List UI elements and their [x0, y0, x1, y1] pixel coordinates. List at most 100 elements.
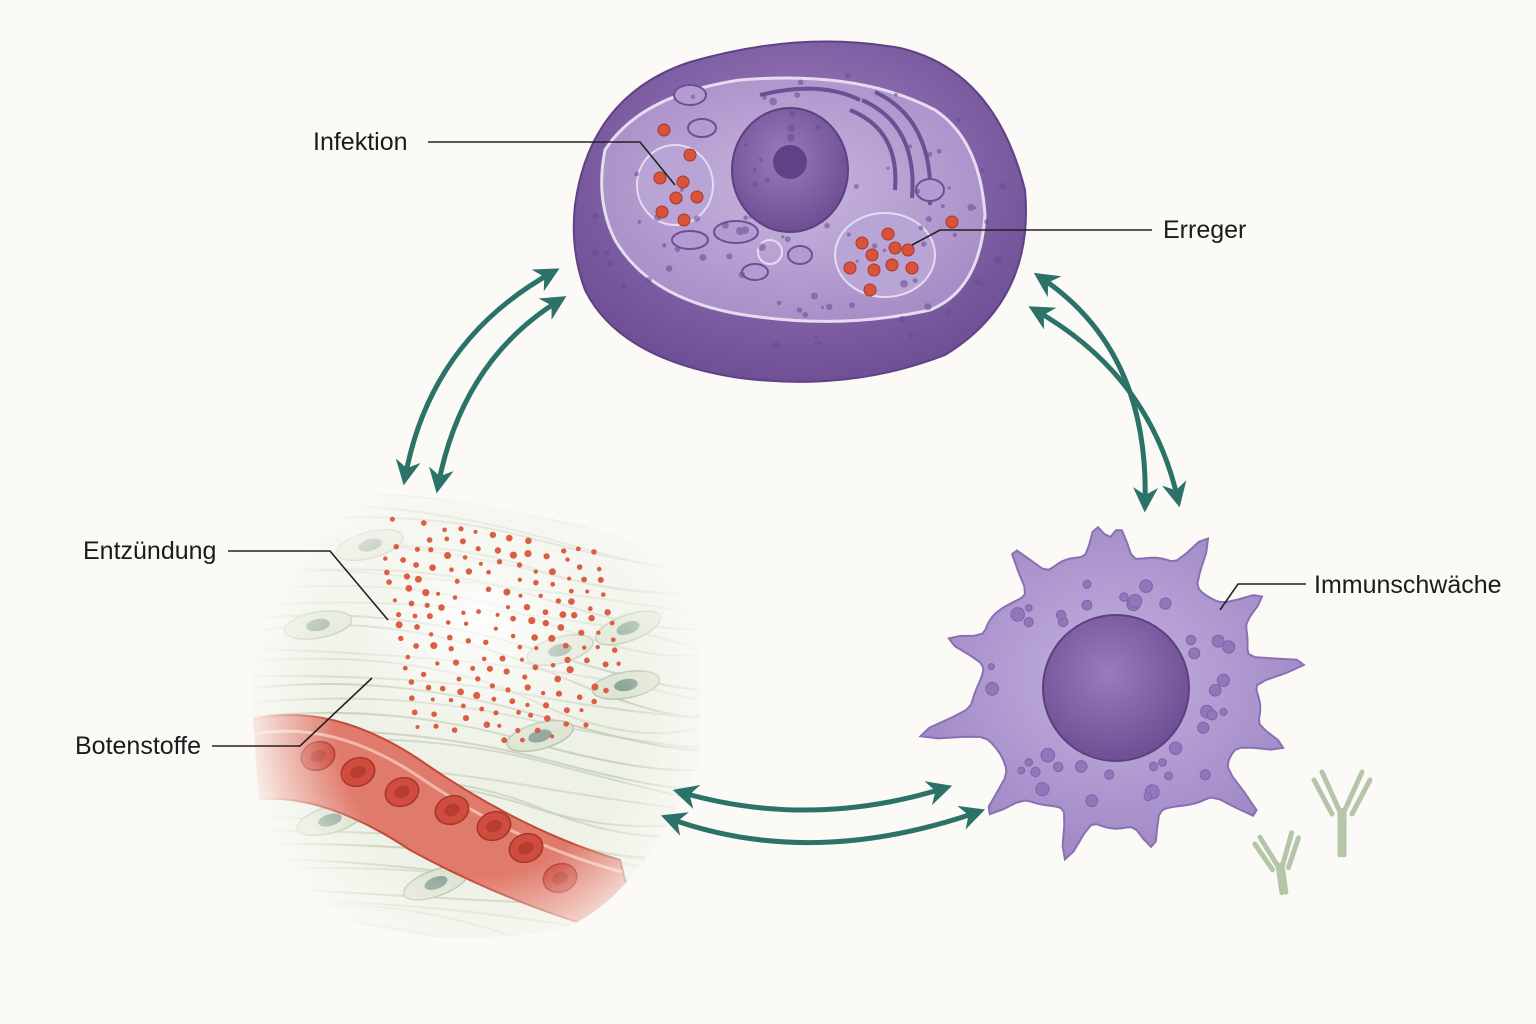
- speckle: [947, 186, 951, 190]
- granule: [1025, 604, 1033, 612]
- messenger-dot: [454, 578, 460, 584]
- messenger-dot: [516, 710, 521, 715]
- inflammation-glow: [310, 492, 650, 760]
- messenger-dot: [486, 569, 491, 575]
- granule: [1185, 634, 1197, 646]
- pathogen-dot: [655, 205, 669, 219]
- granule: [1104, 769, 1115, 780]
- messenger-dot: [475, 546, 481, 552]
- messenger-dot: [550, 734, 555, 739]
- speckle: [744, 143, 749, 147]
- messenger-dot: [424, 602, 430, 608]
- messenger-dot: [609, 620, 615, 626]
- messenger-dot: [483, 639, 489, 645]
- messenger-particles: [383, 516, 621, 744]
- pathogen-cluster-left: [653, 123, 704, 227]
- messenger-dot: [438, 604, 445, 611]
- messenger-dot: [528, 617, 536, 625]
- granule: [1017, 766, 1026, 775]
- messenger-dot: [392, 598, 397, 603]
- speckle: [797, 79, 804, 86]
- messenger-dot: [591, 698, 597, 705]
- messenger-dot: [604, 609, 611, 616]
- granule: [1024, 758, 1034, 767]
- speckle: [886, 166, 890, 170]
- label-messengers-text: Botenstoffe: [75, 732, 201, 760]
- messenger-dot: [489, 683, 495, 689]
- granule: [1023, 617, 1034, 628]
- speckle: [956, 117, 962, 123]
- speckle: [699, 254, 707, 261]
- messenger-dot: [479, 706, 485, 712]
- messenger-dot: [584, 657, 590, 664]
- granule: [1040, 747, 1056, 763]
- messenger-dot: [559, 611, 567, 618]
- granule: [1216, 673, 1231, 687]
- speckle: [815, 124, 821, 130]
- granule: [1164, 771, 1173, 781]
- messenger-dot: [497, 723, 502, 728]
- speckle: [789, 110, 796, 117]
- messenger-dot: [596, 566, 602, 572]
- messenger-dot: [414, 575, 422, 583]
- messenger-dot: [433, 723, 439, 729]
- granule: [1219, 707, 1228, 716]
- granule: [987, 663, 995, 671]
- arrow-pair-right: [1028, 272, 1187, 513]
- tissue-fiber: [240, 940, 720, 990]
- messenger-dot: [486, 665, 493, 672]
- pathogen-dot: [881, 227, 895, 241]
- immune-cell-granules: [985, 579, 1236, 808]
- pathogen-dot: [683, 148, 697, 162]
- messenger-dot: [426, 537, 433, 543]
- messenger-dot: [601, 592, 606, 597]
- vacuole-right: [834, 212, 936, 298]
- messenger-dot: [396, 612, 402, 618]
- speckle: [592, 249, 600, 257]
- messenger-dot: [528, 712, 534, 718]
- speckle: [908, 144, 913, 149]
- messenger-dot: [505, 605, 511, 610]
- messenger-dot: [524, 684, 531, 691]
- immune-cell: [918, 525, 1306, 862]
- pathogen-dot: [657, 123, 671, 137]
- messenger-dot: [525, 537, 532, 545]
- granule: [1199, 769, 1211, 781]
- speckle: [693, 215, 701, 222]
- speckle: [936, 148, 942, 154]
- messenger-dot: [481, 656, 487, 662]
- speckle: [764, 177, 770, 183]
- label-inflammation: Entzündung: [83, 537, 389, 621]
- messenger-dot: [457, 688, 464, 696]
- speckle: [924, 303, 932, 311]
- speckle: [898, 315, 906, 323]
- speckle: [721, 221, 729, 229]
- granule: [1148, 761, 1159, 772]
- speckle: [925, 216, 932, 222]
- messenger-dot: [506, 534, 513, 542]
- messenger-dot: [522, 674, 528, 680]
- speckle: [882, 248, 887, 253]
- messenger-dot: [517, 577, 522, 582]
- messenger-dot: [483, 721, 491, 728]
- granule: [1143, 792, 1153, 802]
- messenger-dot: [563, 721, 569, 727]
- arrow-pair-left: [395, 268, 567, 494]
- messenger-dot: [516, 562, 523, 568]
- messenger-dot: [405, 585, 413, 592]
- speckle: [813, 342, 818, 346]
- granule: [1158, 758, 1167, 767]
- messenger-dot: [400, 557, 406, 563]
- messenger-dot: [460, 703, 466, 709]
- antibodies: [1252, 769, 1373, 896]
- messenger-dot: [442, 527, 447, 533]
- messenger-dot: [603, 687, 609, 694]
- messenger-dot: [531, 634, 538, 641]
- messenger-dot: [524, 550, 532, 558]
- messenger-dot: [444, 536, 450, 542]
- pathogen-dot: [888, 241, 902, 255]
- speckle: [679, 188, 684, 192]
- messenger-dot: [420, 520, 427, 526]
- speckle: [849, 302, 855, 308]
- messenger-dot: [430, 642, 438, 650]
